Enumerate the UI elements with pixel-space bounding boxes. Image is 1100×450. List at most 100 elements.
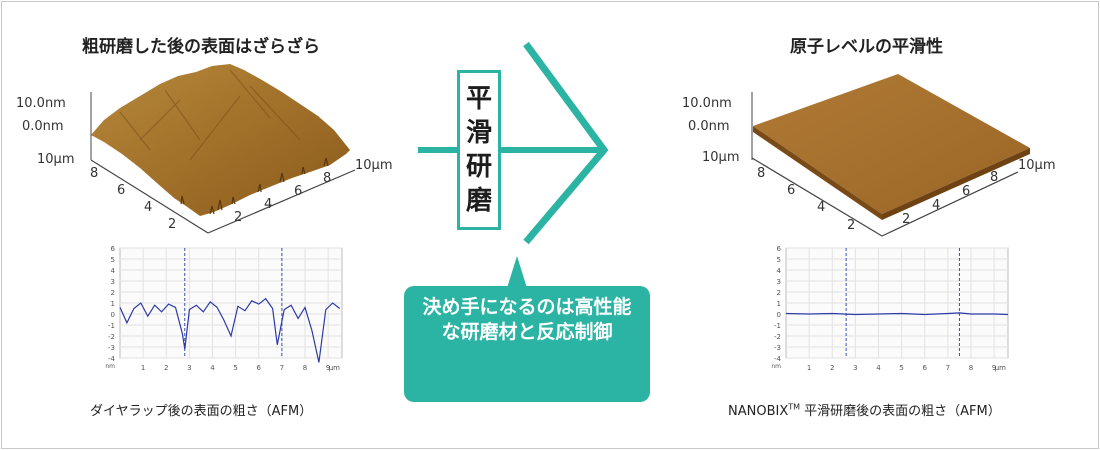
left-y-tick: -3 <box>108 344 115 352</box>
left-y-tick: 0 <box>111 311 115 319</box>
right-x-tick: 1 <box>807 364 811 372</box>
right-profile-line <box>785 312 1009 316</box>
smooth-surface-edge <box>753 126 882 220</box>
right-x-tick: 8 <box>969 364 973 372</box>
right-y-tick-2: 2 <box>847 218 856 233</box>
right-x-unit: μm <box>995 364 1006 372</box>
left-x-tick: 9 <box>326 364 330 372</box>
left-y-tick: 6 <box>111 245 116 253</box>
right-y-tick: -1 <box>774 322 781 330</box>
left-x-axis <box>207 169 356 234</box>
right-x-axis-end-label: 10μm <box>1018 158 1056 173</box>
left-y-tick-6: 6 <box>117 183 126 198</box>
left-x-tick-6: 6 <box>294 184 303 199</box>
process-label-char-3: 研 <box>465 152 492 182</box>
right-x-tick: 4 <box>876 364 881 372</box>
smooth-surface <box>753 74 1030 214</box>
left-x-axis-end-label: 10μm <box>355 158 393 173</box>
left-x-tick-2: 2 <box>234 210 243 225</box>
right-y-tick: 4 <box>777 267 782 275</box>
right-z-tick-zero: 0.0nm <box>688 119 730 134</box>
left-x-tick: 6 <box>257 364 262 372</box>
left-y-tick: 4 <box>111 267 116 275</box>
left-y-tick: 2 <box>111 289 115 297</box>
process-label-char-1: 平 <box>465 84 492 114</box>
right-caption-main: NANOBIX <box>728 404 789 419</box>
left-y-tick: 5 <box>111 256 115 264</box>
left-panel-caption: ダイヤラップ後の表面の粗さ（AFM） <box>90 404 313 419</box>
right-y-tick-6: 6 <box>787 183 796 198</box>
left-x-tick-8: 8 <box>323 171 332 186</box>
right-x-tick: 3 <box>853 364 857 372</box>
left-z-tick-zero: 0.0nm <box>22 119 64 134</box>
left-panel-title: 粗研磨した後の表面はざらざら <box>82 37 320 57</box>
right-x-tick-6: 6 <box>962 184 971 199</box>
left-y-tick-8: 8 <box>90 166 99 181</box>
right-y-tick: 3 <box>777 278 781 286</box>
right-panel-caption: NANOBIXTM 平滑研磨後の表面の粗さ（AFM） <box>728 400 1001 419</box>
right-x-tick-4: 4 <box>932 198 941 213</box>
right-y-tick-4: 4 <box>817 200 826 215</box>
right-x-tick-8: 8 <box>990 170 999 185</box>
left-x-tick: 2 <box>164 364 168 372</box>
left-x-tick: 1 <box>141 364 145 372</box>
callout-text: 決め手になるのは高性能な研磨材と反応制御 <box>422 296 632 343</box>
callout-box: 決め手になるのは高性能な研磨材と反応制御 <box>404 286 650 402</box>
right-y-tick-8: 8 <box>757 166 766 181</box>
rough-surface <box>91 64 350 216</box>
right-y-tick: 1 <box>777 300 781 308</box>
right-y-axis <box>751 157 883 237</box>
left-x-tick: 5 <box>233 364 237 372</box>
process-label-box: 平 滑 研 磨 <box>457 70 501 230</box>
left-x-tick: 8 <box>303 364 307 372</box>
left-z-tick-top: 10.0nm <box>16 96 66 111</box>
right-y-tick: 0 <box>777 311 781 319</box>
right-y-tick: 2 <box>777 289 781 297</box>
right-y-tick: 5 <box>777 256 781 264</box>
left-x-tick-4: 4 <box>264 197 273 212</box>
left-x-tick: 7 <box>280 364 284 372</box>
right-y-tick: -2 <box>774 333 781 341</box>
right-x-tick: 6 <box>923 364 928 372</box>
right-x-tick: 7 <box>946 364 950 372</box>
left-y-tick: -4 <box>108 355 116 363</box>
right-z-tick-top: 10.0nm <box>682 96 732 111</box>
right-panel-title: 原子レベルの平滑性 <box>790 37 943 57</box>
rough-texture-ridge <box>119 69 301 161</box>
right-x-axis <box>881 171 1019 237</box>
right-y-unit: nm <box>771 363 781 370</box>
left-y-tick: -1 <box>108 322 115 330</box>
rough-spikes <box>180 157 329 215</box>
arrow-head <box>523 41 609 245</box>
right-x-tick: 5 <box>899 364 903 372</box>
left-y-tick: -2 <box>108 333 115 341</box>
left-y-tick: 1 <box>111 300 115 308</box>
callout-pointer <box>507 256 527 288</box>
left-x-tick: 4 <box>210 364 215 372</box>
left-y-unit: nm <box>105 363 115 370</box>
right-x-tick-2: 2 <box>902 212 911 227</box>
right-y-axis-end-label: 10μm <box>702 150 740 165</box>
right-caption-rest: 平滑研磨後の表面の粗さ（AFM） <box>800 404 1001 419</box>
left-y-axis-end-label: 10μm <box>37 152 75 167</box>
left-x-tick: 3 <box>187 364 191 372</box>
right-profile-chart: 6 5 4 3 2 1 0 -1 -2 -3 -4nm 1 2 3 4 5 6 7 8 9μm <box>771 245 1009 372</box>
right-y-tick: -4 <box>774 355 782 363</box>
left-y-tick-2: 2 <box>168 217 177 232</box>
smooth-surface-edge-right <box>882 148 1030 220</box>
process-label-char-4: 磨 <box>465 186 492 216</box>
right-caption-trademark: TM <box>788 402 801 412</box>
left-y-axis <box>90 159 209 234</box>
right-x-tick: 9 <box>992 364 996 372</box>
right-y-tick: -3 <box>774 344 781 352</box>
left-x-unit: μm <box>329 364 340 372</box>
left-profile-line <box>119 297 341 363</box>
left-y-tick-4: 4 <box>144 200 153 215</box>
right-y-tick: 6 <box>777 245 782 253</box>
process-label-char-2: 滑 <box>465 118 492 148</box>
right-x-tick: 2 <box>830 364 834 372</box>
